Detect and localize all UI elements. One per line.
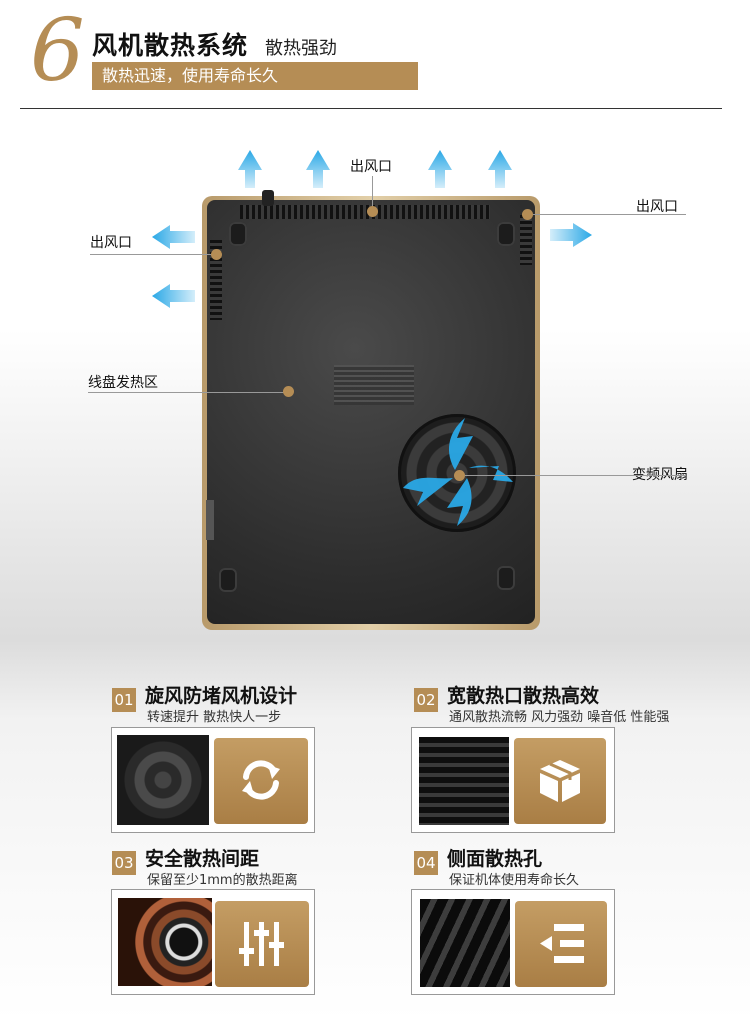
rubber-foot — [497, 222, 515, 246]
fan-closeup-photo — [117, 735, 209, 825]
page-title: 风机散热系统 — [92, 31, 249, 60]
leader-line — [530, 214, 686, 215]
side-vent-photo — [420, 899, 510, 987]
rubber-foot — [497, 566, 515, 590]
rubber-foot — [229, 222, 247, 246]
right-vent-grille — [520, 215, 532, 265]
label-outlet-right: 出风口 — [636, 199, 678, 215]
cooker-bottom-panel — [207, 200, 535, 624]
marker-dot — [283, 386, 294, 397]
feature-icon-tile — [514, 738, 606, 824]
menu-collapse-icon — [540, 924, 584, 963]
feature-desc: 保留至少1mm的散热距离 — [147, 873, 298, 888]
marker-dot — [367, 206, 378, 217]
spec-label-plate — [334, 365, 414, 405]
leader-line — [460, 475, 686, 476]
page-subtitle: 散热强劲 — [265, 38, 337, 59]
feature-title: 旋风防堵风机设计 — [145, 685, 298, 707]
feature-icon-tile — [214, 738, 308, 824]
side-strip — [206, 500, 214, 540]
rubber-foot — [219, 568, 237, 592]
label-outlet-left: 出风口 — [90, 235, 132, 251]
leader-line — [90, 254, 216, 255]
airflow-arrows-icon — [152, 150, 592, 308]
feature-number: 02 — [414, 688, 438, 712]
leader-line — [372, 176, 373, 210]
feature-title: 宽散热口散热高效 — [447, 685, 600, 707]
top-vent-grille — [240, 205, 490, 219]
section-number: 6 — [30, 1, 85, 101]
label-coil-zone: 线盘发热区 — [88, 375, 158, 391]
header-banner: 散热迅速，使用寿命长久 — [92, 62, 418, 90]
power-cord-stub — [262, 190, 274, 206]
feature-number: 04 — [414, 851, 438, 875]
feature-number: 01 — [112, 688, 136, 712]
left-vent-grille — [210, 240, 222, 320]
box-icon — [540, 760, 580, 802]
marker-dot — [454, 470, 465, 481]
feature-desc: 通风散热流畅 风力强劲 噪音低 性能强 — [449, 710, 670, 725]
label-fan: 变频风扇 — [632, 467, 688, 483]
marker-dot — [522, 209, 533, 220]
coil-closeup-photo — [118, 898, 212, 986]
equalizer-icon — [239, 922, 284, 966]
feature-title: 安全散热间距 — [145, 848, 260, 870]
feature-desc: 保证机体使用寿命长久 — [449, 873, 580, 888]
header-divider — [20, 108, 722, 109]
feature-number: 03 — [112, 851, 136, 875]
feature-desc: 转速提升 散热快人一步 — [147, 710, 282, 725]
refresh-icon — [242, 760, 280, 800]
fan-airflow-swirl-icon — [403, 418, 513, 526]
feature-title: 侧面散热孔 — [447, 848, 543, 870]
label-outlet-top: 出风口 — [350, 159, 392, 175]
marker-dot — [211, 249, 222, 260]
leader-line — [88, 392, 288, 393]
vent-closeup-photo — [419, 737, 509, 825]
